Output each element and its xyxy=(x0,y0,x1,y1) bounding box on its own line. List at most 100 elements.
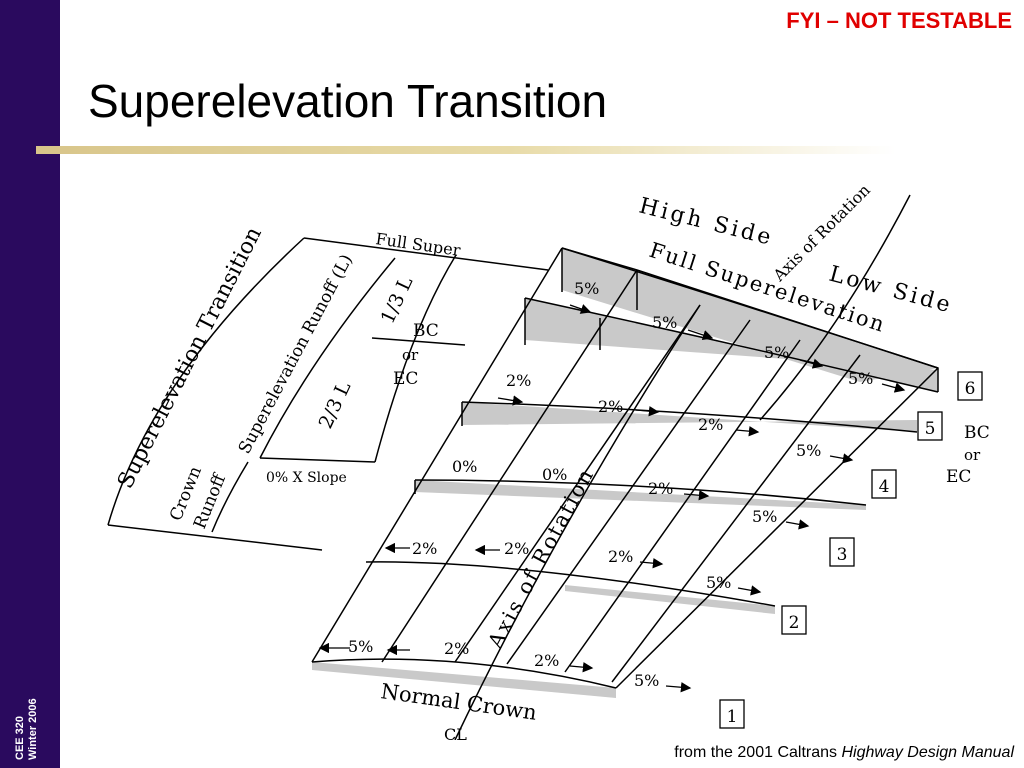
arrow-s3-d xyxy=(785,519,810,530)
sidebar: CEE 320 Winter 2006 xyxy=(0,0,60,768)
arrow-s3-c xyxy=(683,490,710,501)
slope-values: 5% 2% 2% 5% 2% 2% 2% 5% 0% 0% 2% 5% 2% 2… xyxy=(348,279,873,690)
station-box-5 xyxy=(917,411,943,441)
slope-s3-a: 0% xyxy=(452,457,477,476)
arrow-s5-d xyxy=(881,382,906,393)
bracket-zero xyxy=(259,457,376,463)
bracket-transition xyxy=(107,237,305,526)
slope-s2-b: 2% xyxy=(504,539,529,558)
station-boxes xyxy=(719,371,983,729)
station-4 xyxy=(461,401,918,433)
bracket-bcec xyxy=(371,337,466,346)
slope-s2-d: 5% xyxy=(706,573,731,592)
caption-prefix: from the 2001 Caltrans xyxy=(674,744,838,761)
source-caption: from the 2001 Caltrans Highway Design Ma… xyxy=(674,744,1014,762)
two-thirds-label: 2/3 L xyxy=(315,378,356,432)
transition-brackets xyxy=(107,237,549,551)
station-number-5: 5 xyxy=(925,419,936,439)
shade-row-3 xyxy=(415,480,866,510)
arrow-s4-c xyxy=(735,425,760,437)
edge-right xyxy=(615,367,939,689)
long-line-1 xyxy=(381,269,638,663)
ec-label-right: EC xyxy=(946,467,971,487)
slope-s4-a: 2% xyxy=(506,371,531,390)
slope-s1-b: 2% xyxy=(444,639,469,658)
station-number-4: 4 xyxy=(879,477,890,497)
bracket-transition-top xyxy=(303,237,549,271)
station-number-2: 2 xyxy=(789,613,800,633)
station-3 xyxy=(414,479,867,506)
sidebar-footer: CEE 320 Winter 2006 xyxy=(14,698,40,760)
ec-label-left: EC xyxy=(393,369,418,389)
station-box-3 xyxy=(829,537,855,567)
long-line-5 xyxy=(611,354,861,683)
station-box-4 xyxy=(871,469,897,499)
arrow-s5-a xyxy=(569,304,592,314)
caption-source: Highway Design Manual xyxy=(841,744,1014,761)
title-underline xyxy=(36,146,896,154)
shade-row-6 xyxy=(562,248,938,382)
long-line-2 xyxy=(454,304,701,663)
bracket-runoff xyxy=(259,257,396,459)
slope-s1-c: 2% xyxy=(534,651,559,670)
arrow-s1-c xyxy=(569,661,594,673)
slope-s1-a: 5% xyxy=(348,637,373,656)
slope-s1-d: 5% xyxy=(634,671,659,690)
station-box-1 xyxy=(719,699,745,729)
slope-s3-c: 2% xyxy=(648,479,673,498)
station-box-6 xyxy=(957,371,983,401)
slope-s4-c: 2% xyxy=(698,415,723,434)
arrow-s4-d xyxy=(829,453,854,464)
arrow-s5-b xyxy=(687,329,714,341)
bracket-third xyxy=(374,254,457,463)
course-label: CEE 320 xyxy=(14,715,26,760)
arrow-s4-b xyxy=(635,405,660,417)
shade-row-4 xyxy=(462,402,917,432)
pavement-grid xyxy=(311,194,939,740)
top-full-super xyxy=(561,247,939,392)
axis-curve-top xyxy=(759,194,911,421)
notice-label: FYI – NOT TESTABLE xyxy=(786,8,1012,33)
arrow-s2-c xyxy=(639,557,664,569)
slope-s2-c: 2% xyxy=(608,547,633,566)
slope-s4-d: 5% xyxy=(796,441,821,460)
page-title: Superelevation Transition xyxy=(88,75,608,127)
edge-left xyxy=(311,247,563,663)
bc-label-right: BC xyxy=(964,423,990,443)
station-number-3: 3 xyxy=(837,545,848,565)
station-number-1: 1 xyxy=(727,707,738,727)
long-line-4 xyxy=(564,339,801,673)
long-line-3 xyxy=(506,319,751,665)
slope-s4-b: 2% xyxy=(598,397,623,416)
shade-row-2 xyxy=(565,585,775,614)
bracket-crown xyxy=(211,461,249,533)
slope-s3-d: 5% xyxy=(752,507,777,526)
superelevation-diagram: Superelevation Transition Full Super Sup… xyxy=(107,180,990,740)
station-box-2 xyxy=(781,605,807,635)
one-third-label: 1/3 L xyxy=(377,273,418,327)
slope-s5-c: 5% xyxy=(764,343,789,362)
arrow-s4-a xyxy=(497,395,524,406)
zero-x-slope-label: 0% X Slope xyxy=(266,470,347,486)
slope-s5-a: 5% xyxy=(574,279,599,298)
or-label-right: or xyxy=(964,446,981,464)
station-number-6: 6 xyxy=(965,379,976,399)
or-label-left: or xyxy=(402,346,419,364)
runoff-label: Superelevation Runoff (L) xyxy=(235,251,357,457)
arrow-s5-c xyxy=(799,358,824,369)
bracket-transition-bottom xyxy=(107,524,323,551)
slope-s5-b: 5% xyxy=(652,313,677,332)
slope-s2-a: 2% xyxy=(412,539,437,558)
station-numbers: 1 2 3 4 5 6 xyxy=(727,379,976,727)
bc-label-left: BC xyxy=(413,321,439,341)
slope-s5-d: 5% xyxy=(848,369,873,388)
arrow-s1-d xyxy=(665,682,692,693)
axis-curve-center xyxy=(454,304,701,740)
slope-arrows xyxy=(318,304,906,693)
arrow-s2-d xyxy=(737,585,762,596)
station-2 xyxy=(365,561,776,607)
term-label: Winter 2006 xyxy=(27,698,39,760)
shade-row-1 xyxy=(312,662,616,698)
station-1 xyxy=(311,658,617,689)
full-super-label: Full Super xyxy=(374,229,462,260)
